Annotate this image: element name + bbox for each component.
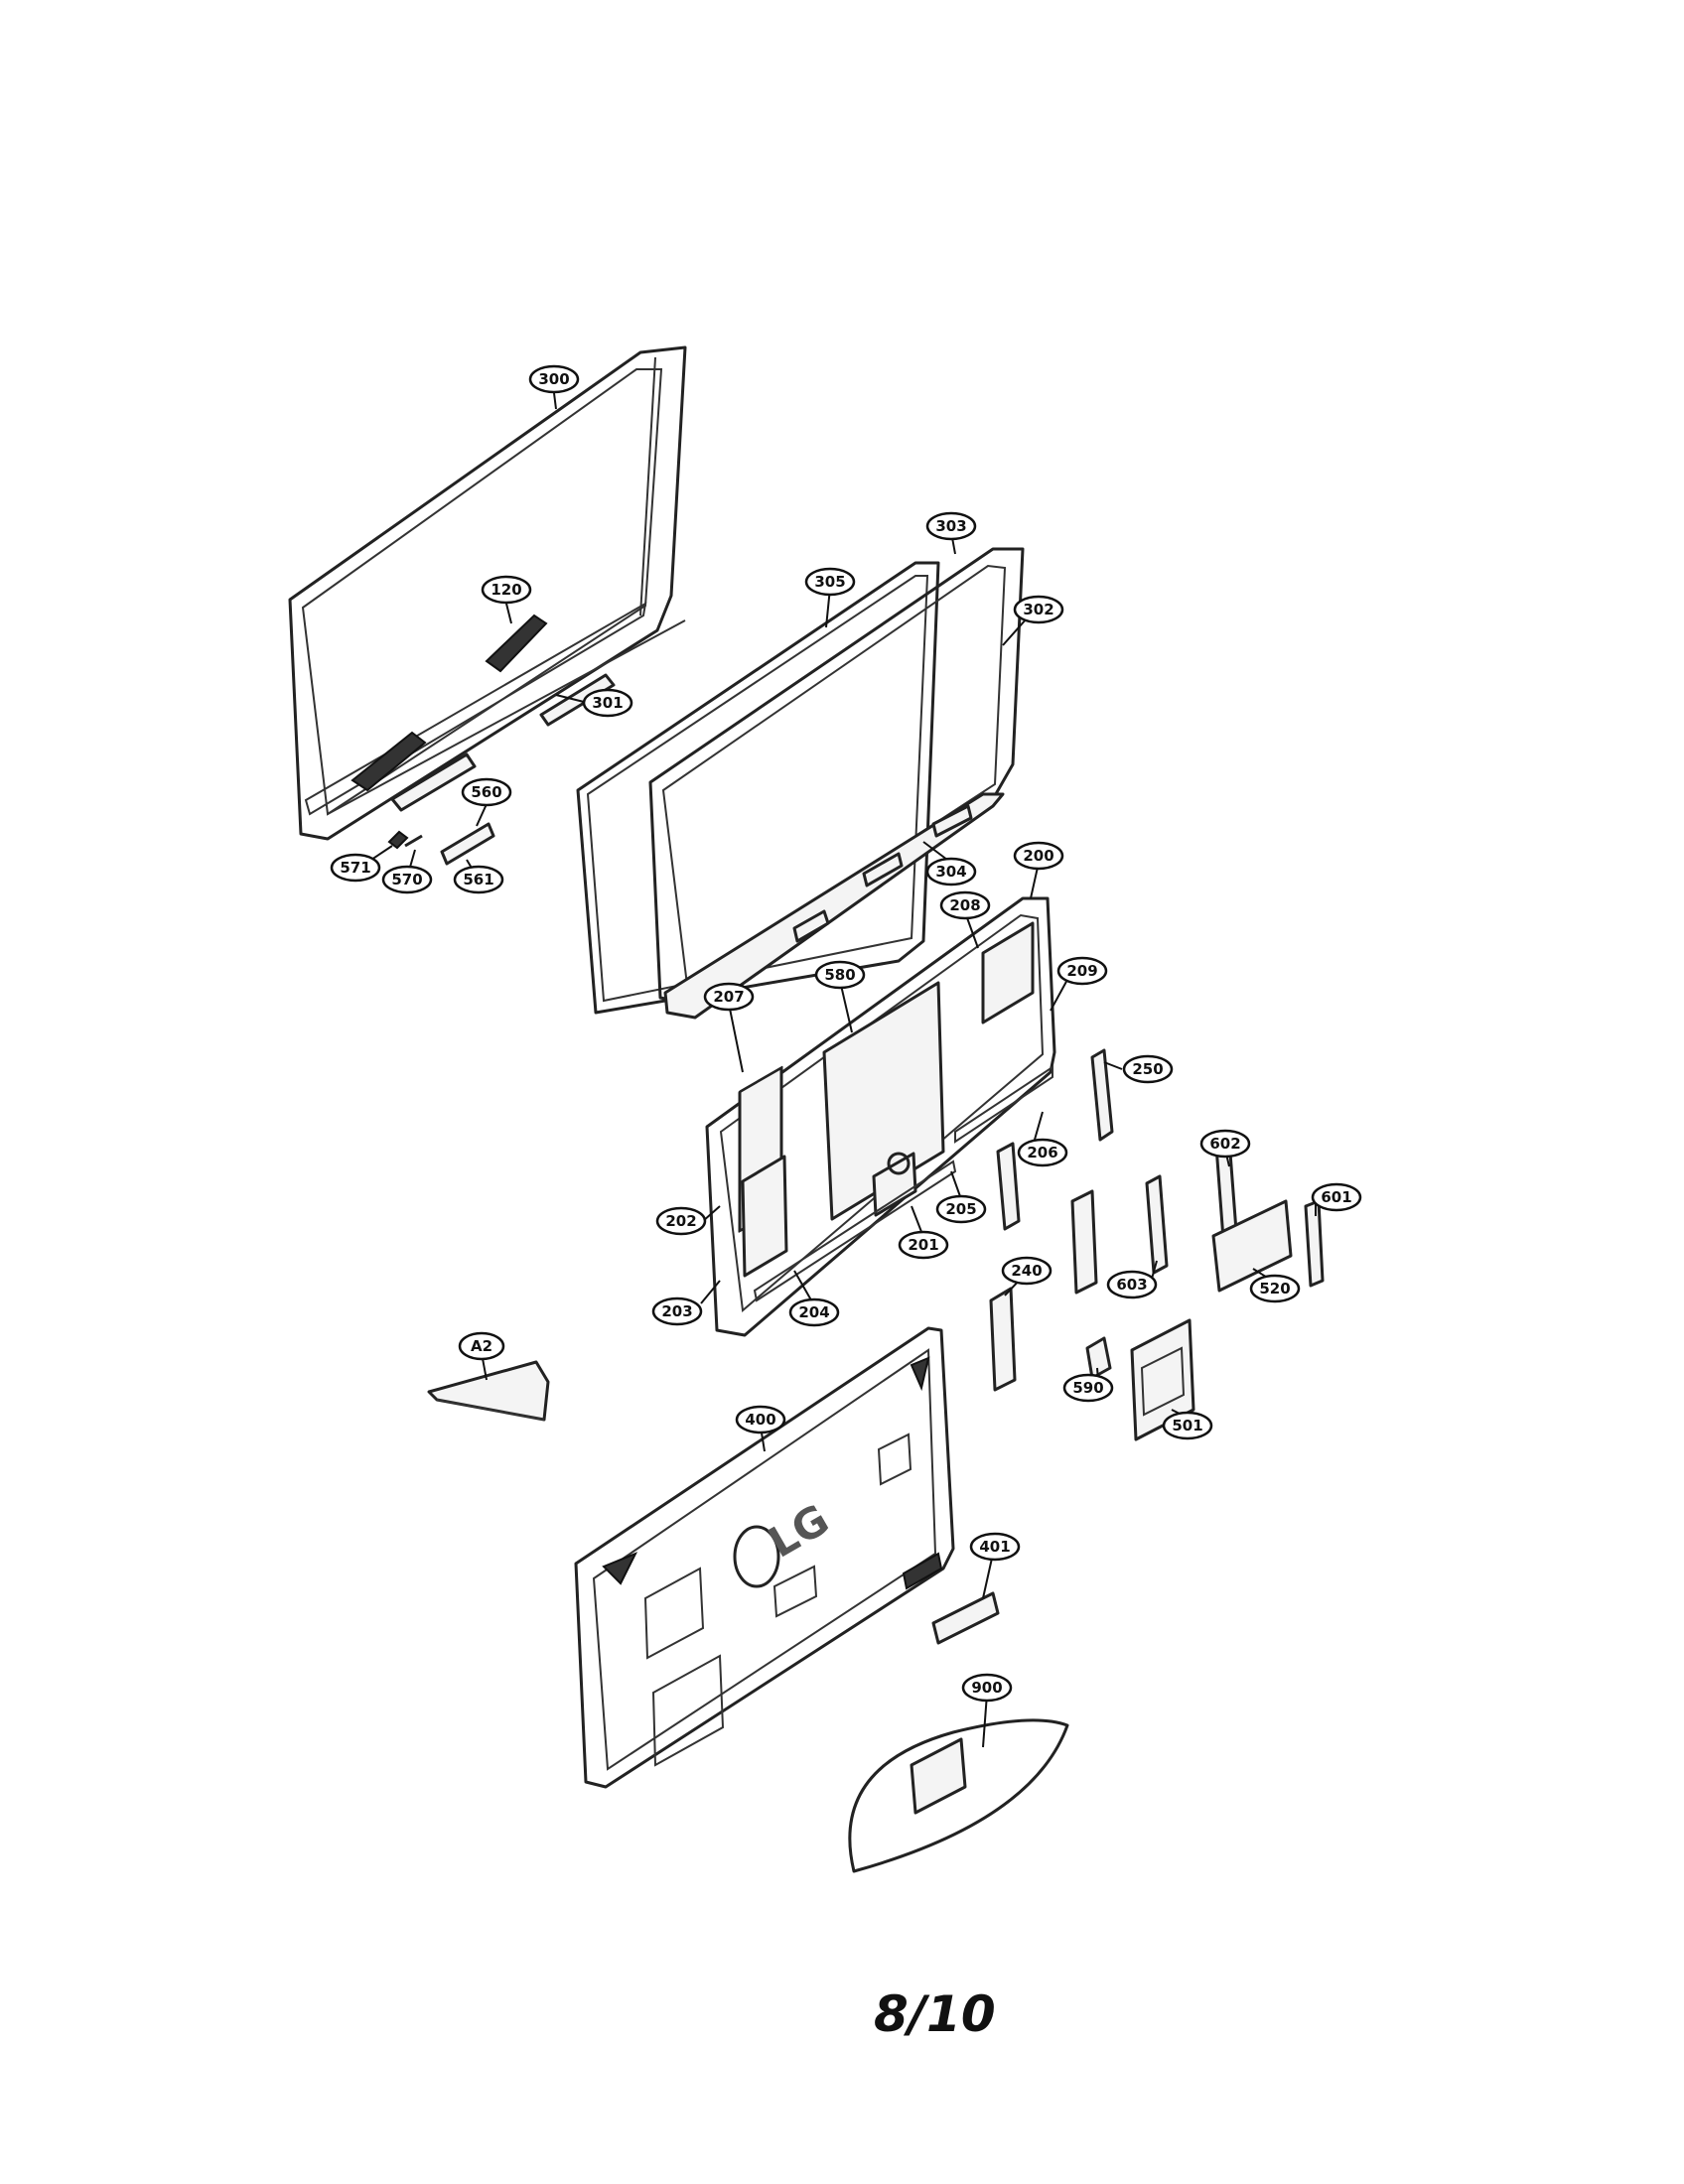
callout-602: 602 <box>1199 1129 1251 1159</box>
callout-561: 561 <box>453 865 504 894</box>
svg-text:204: 204 <box>798 1303 829 1321</box>
svg-text:207: 207 <box>713 988 744 1006</box>
svg-text:601: 601 <box>1321 1188 1351 1206</box>
part-stand-neck <box>427 1360 550 1422</box>
callout-400: 400 <box>735 1405 786 1434</box>
callout-304: 304 <box>925 857 977 887</box>
callout-250: 250 <box>1122 1054 1174 1084</box>
callout-240: 240 <box>1001 1256 1052 1286</box>
callout-301: 301 <box>582 688 633 718</box>
callout-201: 201 <box>898 1230 949 1260</box>
callout-560: 560 <box>461 777 512 807</box>
callout-207: 207 <box>703 982 755 1012</box>
part-frame-and-support <box>648 547 1025 1020</box>
part-chassis-assembly <box>705 896 1056 1337</box>
svg-text:501: 501 <box>1172 1417 1202 1434</box>
svg-text:401: 401 <box>979 1538 1010 1556</box>
callout-202: 202 <box>655 1206 707 1236</box>
svg-text:206: 206 <box>1027 1144 1057 1161</box>
svg-text:300: 300 <box>538 370 569 388</box>
svg-text:209: 209 <box>1066 962 1097 980</box>
callout-501: 501 <box>1162 1411 1213 1440</box>
svg-text:900: 900 <box>971 1679 1002 1697</box>
svg-text:200: 200 <box>1023 847 1053 865</box>
svg-text:202: 202 <box>665 1212 696 1230</box>
svg-text:301: 301 <box>592 694 623 712</box>
callout-204: 204 <box>788 1297 840 1327</box>
callout-206: 206 <box>1017 1138 1068 1167</box>
callout-305: 305 <box>804 567 856 597</box>
svg-text:240: 240 <box>1011 1262 1042 1280</box>
svg-text:304: 304 <box>935 863 966 881</box>
callout-300: 300 <box>528 364 580 394</box>
svg-text:590: 590 <box>1072 1379 1103 1397</box>
svg-text:208: 208 <box>949 896 980 914</box>
part-front-glass <box>576 561 940 1015</box>
callout-520: 520 <box>1249 1274 1301 1303</box>
svg-text:120: 120 <box>491 581 521 599</box>
callout-A2: A2 <box>458 1331 505 1361</box>
svg-text:201: 201 <box>908 1236 938 1254</box>
svg-text:302: 302 <box>1023 601 1053 618</box>
svg-text:561: 561 <box>463 871 493 888</box>
callout-205: 205 <box>935 1194 987 1224</box>
callout-590: 590 <box>1062 1373 1114 1403</box>
part-stand-base <box>848 1718 1069 1873</box>
svg-text:400: 400 <box>745 1411 775 1429</box>
callout-labels: 300 120 301 560 571 570 561 303 305 302 … <box>330 364 1362 1703</box>
callout-570: 570 <box>381 865 433 894</box>
svg-text:570: 570 <box>391 871 422 888</box>
svg-text:571: 571 <box>340 859 370 877</box>
callout-580: 580 <box>814 960 866 990</box>
callout-900: 900 <box>961 1673 1013 1703</box>
svg-text:520: 520 <box>1259 1280 1290 1297</box>
part-back-cover: LG <box>574 1326 1000 1789</box>
callout-303: 303 <box>925 511 977 541</box>
svg-text:A2: A2 <box>471 1337 492 1355</box>
lg-logo: LG <box>761 1495 838 1568</box>
svg-text:603: 603 <box>1116 1276 1147 1294</box>
svg-text:560: 560 <box>471 783 501 801</box>
svg-text:602: 602 <box>1209 1135 1240 1153</box>
callout-601: 601 <box>1311 1182 1362 1212</box>
callout-302: 302 <box>1013 595 1064 624</box>
callout-401: 401 <box>969 1532 1021 1562</box>
callout-209: 209 <box>1056 956 1108 986</box>
part-boards-and-brackets <box>989 1048 1325 1441</box>
page-number: 8/10 <box>874 1985 996 2043</box>
svg-text:303: 303 <box>935 517 966 535</box>
callout-120: 120 <box>481 575 532 605</box>
callout-208: 208 <box>939 890 991 920</box>
svg-text:250: 250 <box>1132 1060 1163 1078</box>
svg-text:203: 203 <box>661 1302 692 1320</box>
svg-text:305: 305 <box>814 573 845 591</box>
callout-603: 603 <box>1106 1270 1158 1299</box>
callout-200: 200 <box>1013 841 1064 871</box>
svg-text:580: 580 <box>824 966 855 984</box>
svg-text:205: 205 <box>945 1200 976 1218</box>
callout-571: 571 <box>330 853 381 883</box>
callout-203: 203 <box>651 1297 703 1326</box>
part-small-brackets <box>387 822 495 866</box>
